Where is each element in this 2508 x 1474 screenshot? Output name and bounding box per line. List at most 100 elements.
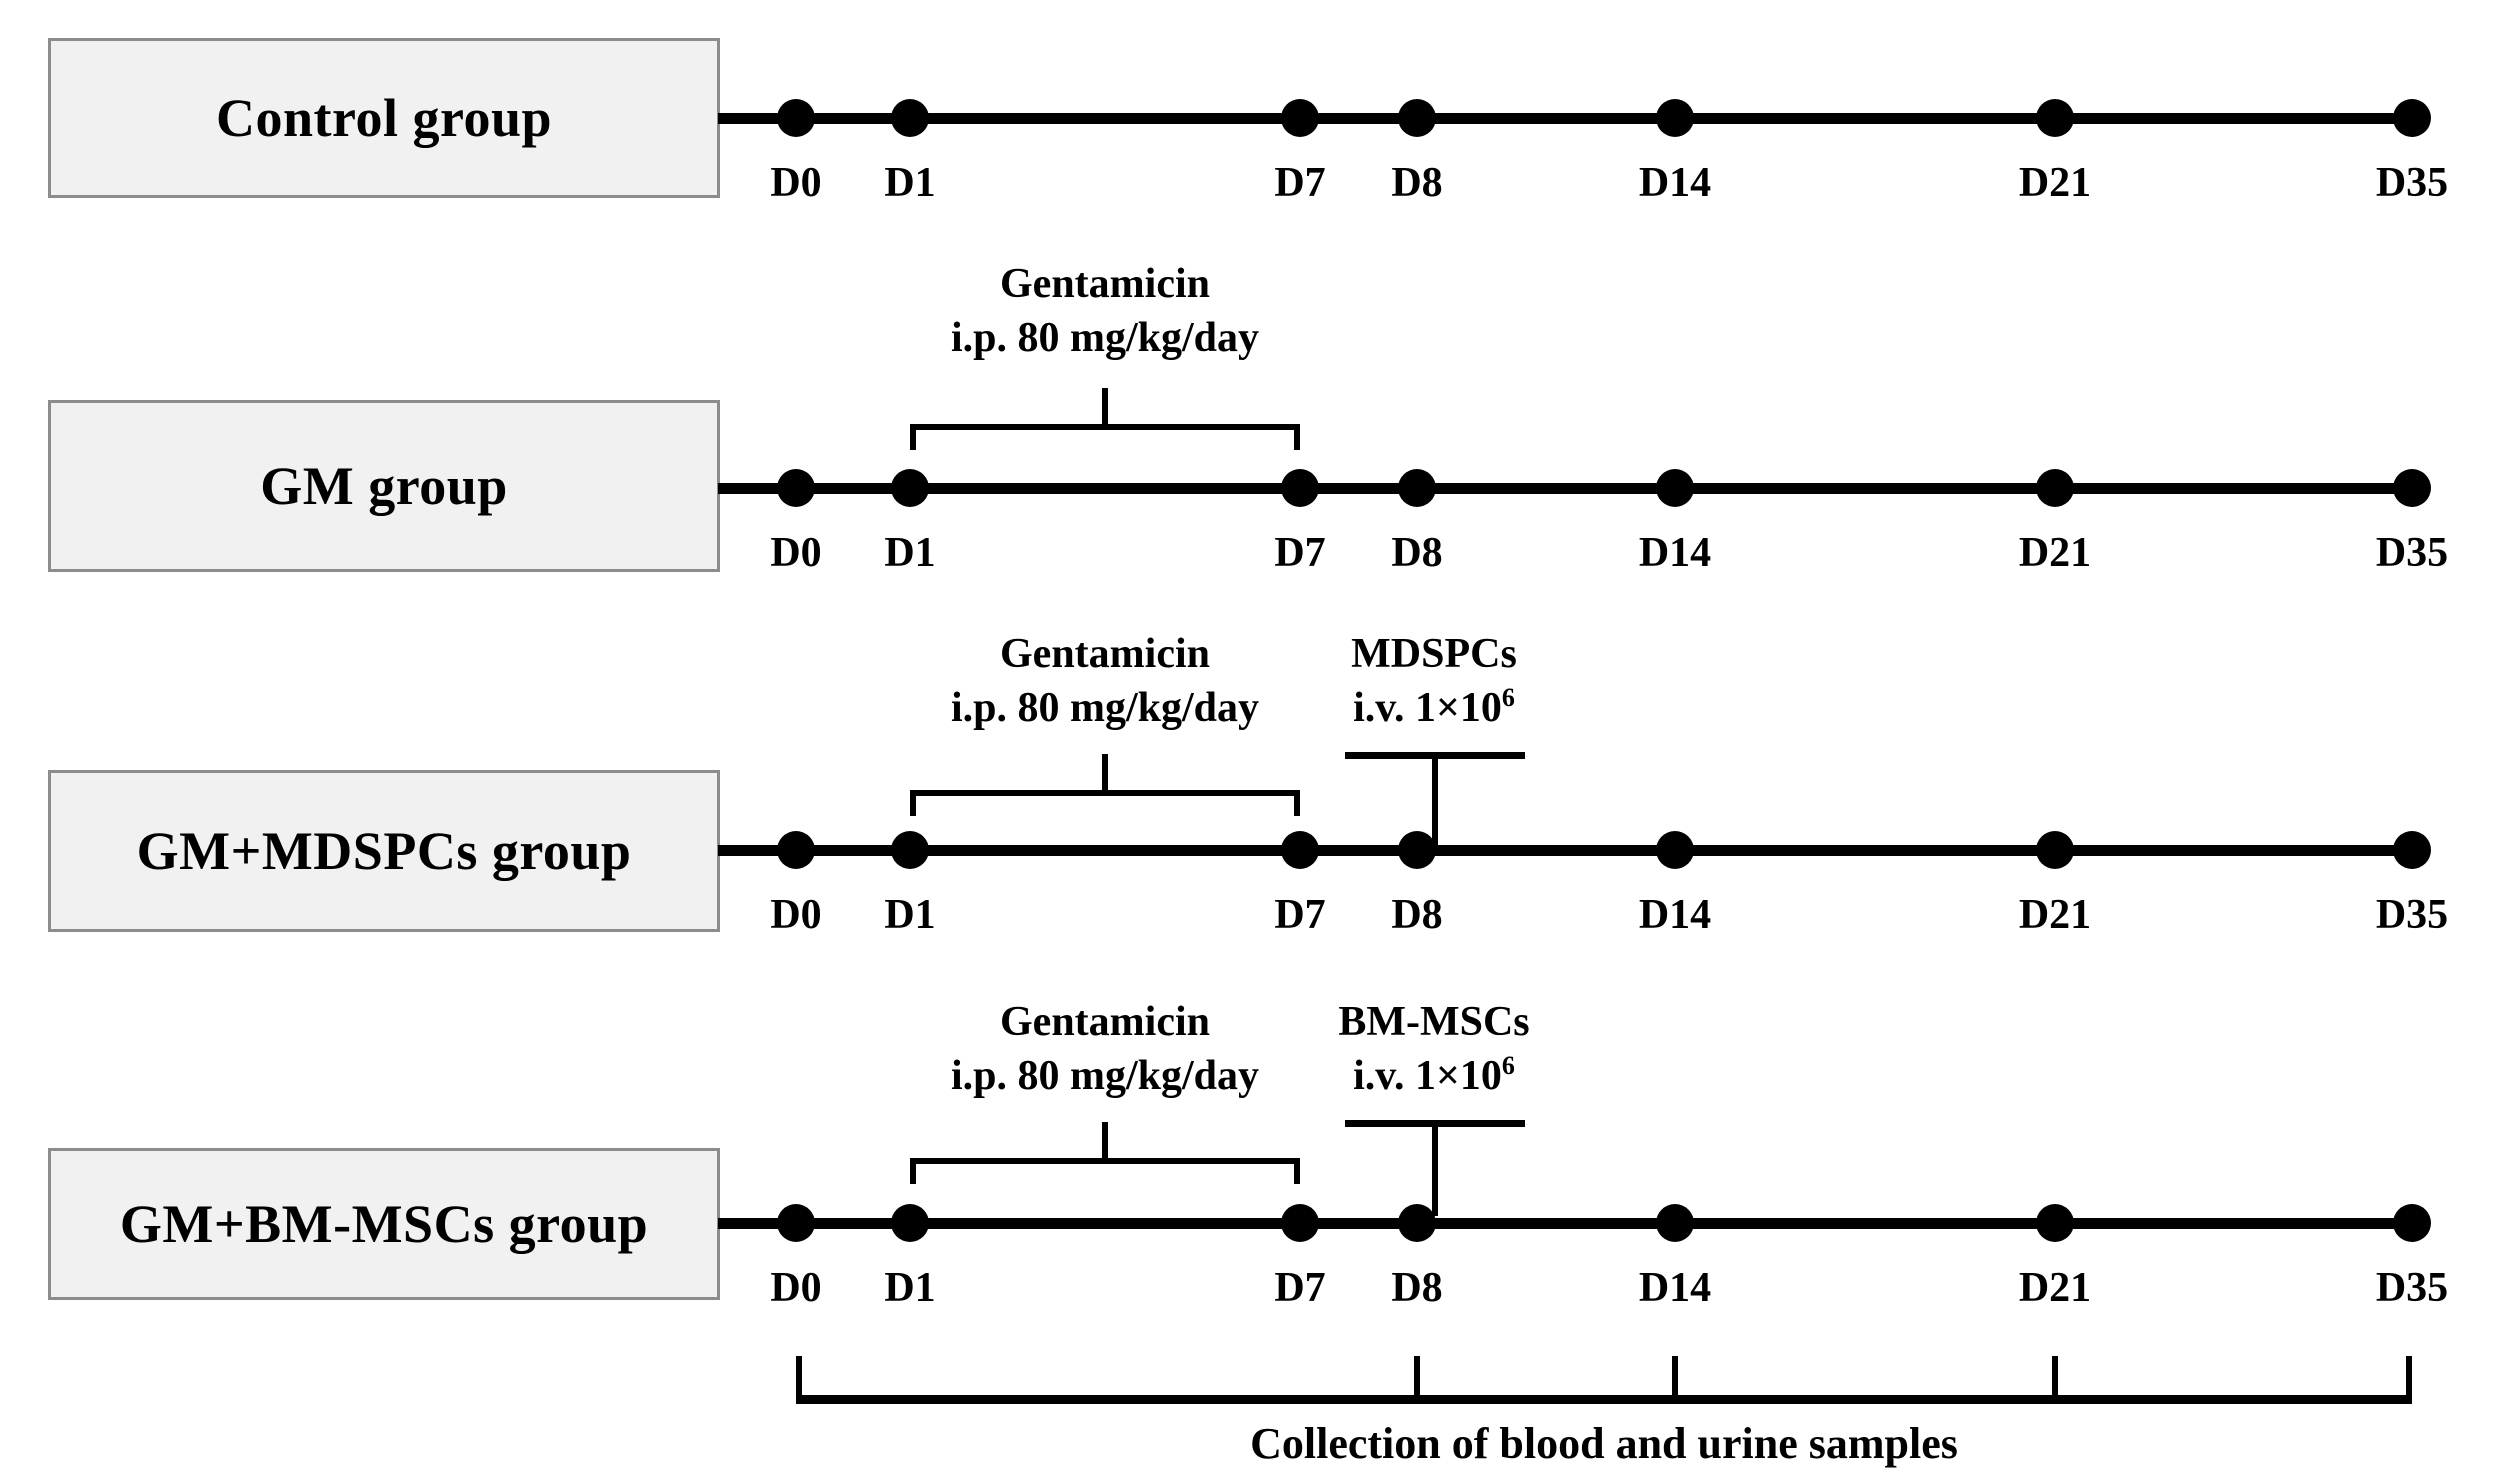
group-box-bmmscs: GM+BM-MSCs group bbox=[48, 1148, 720, 1300]
timeline-dot-control-d0[interactable] bbox=[777, 99, 815, 137]
brace-leg-right bbox=[1294, 1158, 1300, 1184]
timeline-label-bmmscs-d35: D35 bbox=[2375, 1265, 2449, 1311]
timeline-dot-bmmscs-d21[interactable] bbox=[2036, 1204, 2074, 1242]
t-marker-stem bbox=[1432, 1120, 1438, 1216]
timeline-dot-control-d8[interactable] bbox=[1398, 99, 1436, 137]
timeline-label-bmmscs-d1: D1 bbox=[884, 1265, 936, 1311]
collection-tick-d14 bbox=[1672, 1356, 1678, 1404]
brace-bar bbox=[910, 424, 1300, 430]
timeline-dot-gm-d1[interactable] bbox=[891, 469, 929, 507]
timeline-label-gm-d21: D21 bbox=[2018, 530, 2092, 576]
group-box-mdspcs: GM+MDSPCs group bbox=[48, 770, 720, 932]
timeline-dot-bmmscs-d1[interactable] bbox=[891, 1204, 929, 1242]
timeline-label-control-d1: D1 bbox=[884, 160, 936, 206]
timeline-label-gm-d7: D7 bbox=[1274, 530, 1326, 576]
brace-stem bbox=[1102, 1122, 1108, 1160]
timeline-dot-control-d1[interactable] bbox=[891, 99, 929, 137]
timeline-dot-control-d14[interactable] bbox=[1656, 99, 1694, 137]
annotation-bmmscs-dose-value: i.v. 1×10 bbox=[1353, 1052, 1502, 1099]
timeline-label-control-d7: D7 bbox=[1274, 160, 1326, 206]
annotation-mdspcs-dose-line2: i.v. 1×106 bbox=[1351, 682, 1517, 736]
timeline-label-bmmscs-d14: D14 bbox=[1638, 1265, 1712, 1311]
group-label-bmmscs: GM+BM-MSCs group bbox=[119, 1194, 649, 1254]
annotation-gentamicin-gm-line2: i.p. 80 mg/kg/day bbox=[950, 314, 1260, 361]
group-label-mdspcs: GM+MDSPCs group bbox=[136, 821, 632, 881]
timeline-dot-mdspcs-d21[interactable] bbox=[2036, 831, 2074, 869]
timeline-dot-bmmscs-d0[interactable] bbox=[777, 1204, 815, 1242]
timeline-label-mdspcs-d35: D35 bbox=[2375, 892, 2449, 938]
timeline-label-bmmscs-d8: D8 bbox=[1391, 1265, 1443, 1311]
timeline-label-bmmscs-d21: D21 bbox=[2018, 1265, 2092, 1311]
timeline-label-bmmscs-d0: D0 bbox=[770, 1265, 822, 1311]
brace-leg-right bbox=[1294, 424, 1300, 450]
timeline-dot-bmmscs-d8[interactable] bbox=[1398, 1204, 1436, 1242]
annotation-gentamicin-bmmscs: Gentamicin i.p. 80 mg/kg/day bbox=[951, 996, 1259, 1104]
timeline-dot-gm-d7[interactable] bbox=[1281, 469, 1319, 507]
timeline-dot-gm-d35[interactable] bbox=[2393, 469, 2431, 507]
group-box-gm: GM group bbox=[48, 400, 720, 572]
group-label-control: Control group bbox=[215, 88, 553, 148]
timeline-dot-bmmscs-d35[interactable] bbox=[2393, 1204, 2431, 1242]
brace-leg-left bbox=[910, 790, 916, 816]
timeline-dot-gm-d0[interactable] bbox=[777, 469, 815, 507]
annotation-gentamicin-mdspcs-line1: Gentamicin bbox=[1000, 631, 1210, 677]
timeline-dot-mdspcs-d7[interactable] bbox=[1281, 831, 1319, 869]
timeline-dot-mdspcs-d14[interactable] bbox=[1656, 831, 1694, 869]
timeline-label-control-d14: D14 bbox=[1638, 160, 1712, 206]
timeline-label-bmmscs-d7: D7 bbox=[1274, 1265, 1326, 1311]
timeline-label-gm-d0: D0 bbox=[770, 530, 822, 576]
annotation-gentamicin-bmmscs-line1: Gentamicin bbox=[1000, 999, 1210, 1045]
timeline-dot-gm-d8[interactable] bbox=[1398, 469, 1436, 507]
annotation-mdspcs-dose-line1: MDSPCs bbox=[1351, 631, 1517, 677]
timeline-dot-mdspcs-d0[interactable] bbox=[777, 831, 815, 869]
annotation-gentamicin-gm-line1: Gentamicin bbox=[1000, 261, 1210, 307]
brace-leg-left bbox=[910, 1158, 916, 1184]
collection-bracket bbox=[796, 1356, 2412, 1404]
brace-leg-right bbox=[1294, 790, 1300, 816]
annotation-bmmscs-dose-exponent: 6 bbox=[1501, 1050, 1515, 1080]
timeline-label-gm-d14: D14 bbox=[1638, 530, 1712, 576]
annotation-mdspcs-dose-value: i.v. 1×10 bbox=[1353, 684, 1502, 731]
timeline-label-gm-d8: D8 bbox=[1391, 530, 1443, 576]
timeline-dot-bmmscs-d14[interactable] bbox=[1656, 1204, 1694, 1242]
timeline-label-mdspcs-d1: D1 bbox=[884, 892, 936, 938]
timeline-label-mdspcs-d14: D14 bbox=[1638, 892, 1712, 938]
timeline-dot-mdspcs-d1[interactable] bbox=[891, 831, 929, 869]
timeline-line-bmmscs bbox=[718, 1218, 2414, 1229]
timeline-dot-gm-d14[interactable] bbox=[1656, 469, 1694, 507]
annotation-bmmscs-dose-line2: i.v. 1×106 bbox=[1338, 1050, 1529, 1104]
timeline-dot-control-d21[interactable] bbox=[2036, 99, 2074, 137]
collection-bracket-bar bbox=[796, 1395, 2412, 1404]
brace-stem bbox=[1102, 388, 1108, 426]
timeline-label-control-d35: D35 bbox=[2375, 160, 2449, 206]
annotation-gentamicin-mdspcs: Gentamicin i.p. 80 mg/kg/day bbox=[951, 628, 1259, 736]
annotation-gentamicin-bmmscs-line2: i.p. 80 mg/kg/day bbox=[950, 1052, 1260, 1099]
annotation-gentamicin-mdspcs-line2: i.p. 80 mg/kg/day bbox=[950, 684, 1260, 731]
annotation-mdspcs-dose: MDSPCs i.v. 1×106 bbox=[1351, 628, 1517, 736]
t-marker-stem bbox=[1432, 752, 1438, 848]
timeline-label-control-d0: D0 bbox=[770, 160, 822, 206]
collection-tick-d0 bbox=[796, 1356, 802, 1404]
timeline-dot-control-d7[interactable] bbox=[1281, 99, 1319, 137]
collection-tick-d21 bbox=[2052, 1356, 2058, 1404]
brace-leg-left bbox=[910, 424, 916, 450]
timeline-dot-mdspcs-d8[interactable] bbox=[1398, 831, 1436, 869]
timeline-label-mdspcs-d7: D7 bbox=[1274, 892, 1326, 938]
brace-bar bbox=[910, 790, 1300, 796]
timeline-label-control-d21: D21 bbox=[2018, 160, 2092, 206]
annotation-bmmscs-dose: BM-MSCs i.v. 1×106 bbox=[1338, 996, 1529, 1104]
timeline-dot-gm-d21[interactable] bbox=[2036, 469, 2074, 507]
timeline-dot-control-d35[interactable] bbox=[2393, 99, 2431, 137]
timeline-label-mdspcs-d0: D0 bbox=[770, 892, 822, 938]
timeline-line-gm bbox=[718, 483, 2414, 494]
brace-bar bbox=[910, 1158, 1300, 1164]
timeline-dot-bmmscs-d7[interactable] bbox=[1281, 1204, 1319, 1242]
timeline-label-gm-d35: D35 bbox=[2375, 530, 2449, 576]
collection-caption: Collection of blood and urine samples bbox=[1250, 1419, 1958, 1468]
group-box-control: Control group bbox=[48, 38, 720, 198]
timeline-dot-mdspcs-d35[interactable] bbox=[2393, 831, 2431, 869]
timeline-label-gm-d1: D1 bbox=[884, 530, 936, 576]
timeline-label-mdspcs-d8: D8 bbox=[1391, 892, 1443, 938]
annotation-mdspcs-dose-exponent: 6 bbox=[1501, 682, 1515, 712]
